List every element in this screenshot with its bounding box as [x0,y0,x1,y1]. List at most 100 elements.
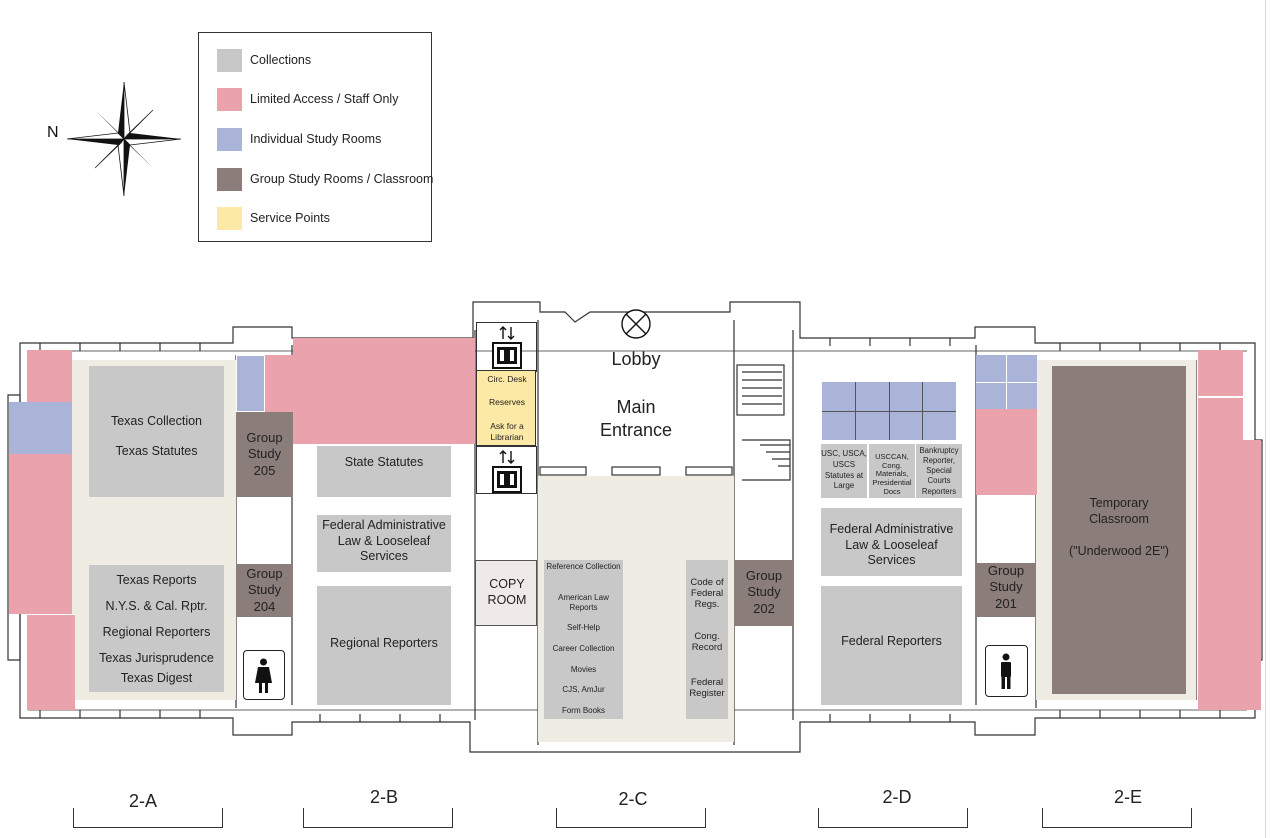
legend-label: Service Points [250,211,330,225]
stack-label: Movies [570,665,597,674]
legend-swatch [217,127,242,151]
limited-area [27,614,75,710]
room-label: Texas Reports [116,573,197,587]
individual-study-room [822,411,855,440]
compass-north-label: N [47,124,59,141]
individual-study-grid [822,382,956,440]
room-label: Federal Reporters [841,634,942,648]
individual-study-room [923,411,956,440]
bankruptcy-stacks: Bankruptcy Reporter, Special Courts Repo… [916,444,962,498]
map-legend: Collections Limited Access / Staff Only … [198,32,433,242]
stack-label: Bankruptcy Reporter, Special Courts Repo… [919,446,959,496]
stack-label: Form Books [561,706,606,715]
room-label: Texas Jurisprudence [99,651,214,665]
state-statutes-stacks: State Statutes [317,446,451,497]
section-label-2b: 2-B [369,787,398,807]
section-bracket [818,808,968,828]
temporary-classroom: Temporary Classroom ("Underwood 2E") [1052,366,1186,694]
federal-docs-stacks: Code of Federal Regs. Cong. Record Feder… [686,560,728,719]
elevator-icon [492,326,522,369]
main-entrance-label: Main Entrance [599,397,673,441]
women-restroom-icon [243,650,285,700]
ask-librarian-label: Ask for a Librarian [490,421,524,443]
room-label: Temporary Classroom [1089,496,1149,526]
section-label-2c: 2-C [618,789,648,809]
group-study-204: Group Study 204 [236,564,293,617]
individual-study-room [1007,355,1037,382]
usccan-stacks: USCCAN, Cong. Materials, Presidential Do… [869,444,915,498]
federal-reporters-stacks: Federal Reporters [821,586,962,705]
individual-study-grid [976,355,1037,409]
limited-area [265,355,293,412]
room-label: Texas Digest [120,671,193,685]
limited-area [1198,440,1261,710]
individual-study-room [923,382,956,411]
stack-label: USC, USCA, USCS Statutes at Large [821,449,867,491]
texas-reports-stacks: Texas Reports N.Y.S. & Cal. Rptr. Region… [89,565,224,692]
stack-label: Self-Help [567,623,600,632]
section-label-2d: 2-D [882,787,912,807]
individual-study-room [236,355,265,412]
stack-label: CJS, AmJur [562,685,605,694]
group-study-202: Group Study 202 [734,560,794,626]
section-label-2a: 2-A [128,791,157,811]
room-label: State Statutes [344,455,424,469]
copy-room: COPY ROOM [475,560,537,626]
elevator-bank-lower [476,446,537,494]
legend-swatch [217,87,242,111]
stack-label: Career Collection [552,644,615,653]
stack-label: USCCAN, Cong. Materials, Presidential Do… [872,452,912,496]
reserves-label: Reserves [489,397,525,407]
legend-label: Collections [250,53,312,67]
stack-label: Code of Federal Regs. [690,577,724,610]
individual-study-room [1007,382,1037,409]
legend-item-collections: Collections [217,47,311,73]
stack-label: American Law Reports [558,593,609,613]
federal-admin-stacks-b: Federal Administrative Law & Looseleaf S… [317,515,451,572]
room-label: Group Study 201 [987,563,1025,611]
section-bracket [1042,808,1192,828]
section-label-2e: 2-E [1113,787,1142,807]
individual-study-room [889,382,923,411]
stack-label: Reference Collection [546,562,621,571]
legend-label: Individual Study Rooms [250,132,382,146]
men-restroom-icon [985,645,1028,697]
legend-item-group: Group Study Rooms / Classroom [217,166,433,192]
limited-area [27,350,72,402]
entrance-marker-icon [621,309,651,339]
legend-item-individual: Individual Study Rooms [217,126,381,152]
reference-stacks: Reference Collection American Law Report… [544,560,623,719]
room-label: Group Study 205 [246,430,283,478]
room-label: Regional Reporters [330,636,438,650]
regional-reporters-stacks-b: Regional Reporters [317,586,451,705]
group-study-205: Group Study 205 [236,412,293,497]
section-bracket [73,808,223,828]
room-label: Texas Statutes [115,444,198,458]
texas-collection-stacks: Texas Collection Texas Statutes [89,366,224,497]
room-label: Group Study 204 [246,566,283,614]
room-label: Texas Collection [110,414,202,428]
room-label: Group Study 202 [745,568,783,616]
limited-area [293,338,475,444]
individual-study-room [9,402,72,454]
individual-study-room [855,382,889,411]
limited-area [976,409,1037,495]
service-desk[interactable]: Circ. Desk Reserves Ask for a Librarian [476,370,536,446]
individual-study-room [889,411,923,440]
legend-item-limited: Limited Access / Staff Only [217,86,398,112]
lobby-label: Lobby [611,349,661,369]
legend-label: Group Study Rooms / Classroom [250,172,434,186]
room-label: Federal Administrative Law & Looseleaf S… [829,522,954,568]
individual-study-room [976,355,1006,382]
individual-study-room [822,382,855,411]
room-label: Federal Administrative Law & Looseleaf S… [322,518,446,564]
individual-study-room [855,411,889,440]
section-bracket [303,808,453,828]
legend-item-service: Service Points [217,205,330,231]
room-label: Regional Reporters [102,625,211,639]
compass-rose-icon [66,81,182,197]
section-bracket [556,808,706,828]
group-study-201: Group Study 201 [976,563,1036,617]
legend-swatch [217,167,242,191]
elevator-icon [492,450,522,493]
